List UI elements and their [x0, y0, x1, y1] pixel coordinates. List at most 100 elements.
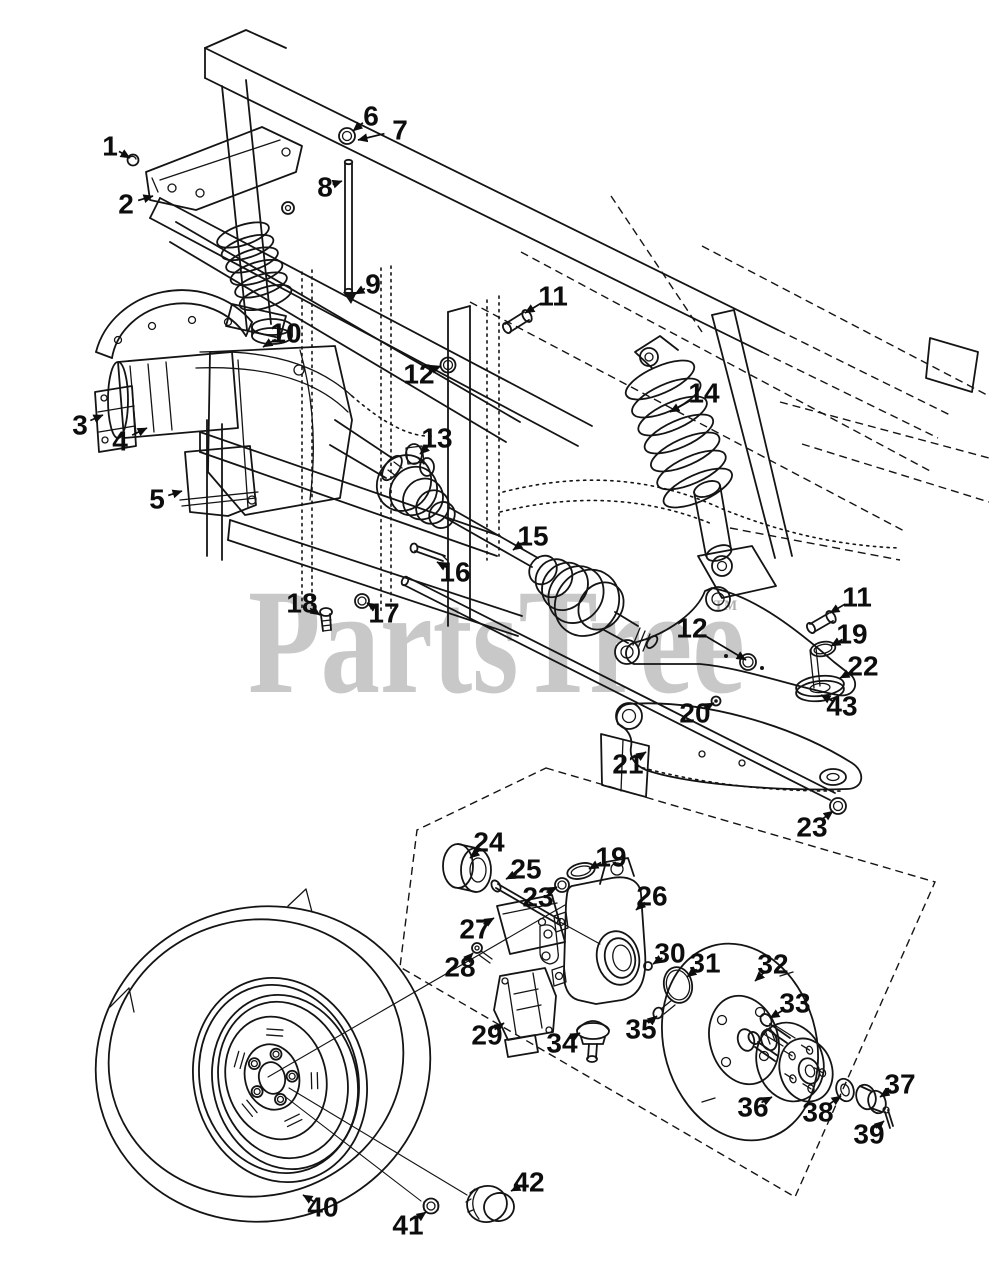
svg-text:40: 40 — [307, 1192, 338, 1223]
svg-text:14: 14 — [688, 378, 720, 409]
svg-text:17: 17 — [368, 598, 399, 629]
svg-text:11: 11 — [538, 281, 568, 312]
callout-42: 42 — [510, 1167, 545, 1198]
callout-24: 24 — [469, 827, 505, 859]
callout-5: 5 — [149, 484, 183, 515]
svg-text:7: 7 — [392, 115, 408, 146]
callout-8: 8 — [317, 172, 343, 203]
svg-text:39: 39 — [853, 1119, 884, 1150]
callout-33: 33 — [769, 988, 811, 1019]
svg-text:29: 29 — [471, 1020, 502, 1051]
callout-36: 36 — [737, 1092, 773, 1123]
callout-1: 1 — [102, 131, 131, 162]
oring-31 — [662, 966, 694, 1004]
callout-29: 29 — [471, 1020, 505, 1051]
callout-43: 43 — [820, 691, 858, 722]
callout-16: 16 — [436, 557, 471, 588]
callout-18: 18 — [286, 588, 321, 619]
shock-absorber — [624, 335, 777, 599]
svg-text:16: 16 — [439, 557, 470, 588]
callout-25: 25 — [505, 854, 542, 885]
gearbox — [94, 289, 403, 517]
svg-text:19: 19 — [595, 842, 626, 873]
diagram-line-art — [94, 29, 989, 1223]
frame — [149, 29, 989, 637]
callout-21: 21 — [612, 749, 647, 780]
svg-text:6: 6 — [363, 101, 379, 132]
callout-26: 26 — [635, 881, 668, 912]
svg-text:42: 42 — [513, 1167, 544, 1198]
svg-text:31: 31 — [689, 948, 720, 979]
rod-8 — [344, 162, 353, 291]
callout-30: 30 — [652, 938, 686, 969]
svg-text:12: 12 — [676, 613, 707, 644]
callout-11: 11 — [829, 582, 872, 614]
callout-40: 40 — [302, 1192, 339, 1223]
svg-text:10: 10 — [270, 318, 301, 349]
construction-lines — [267, 767, 936, 1202]
bolt-12 — [439, 356, 457, 374]
knuckle-26 — [563, 876, 647, 1005]
top-hardware — [338, 127, 357, 304]
svg-text:21: 21 — [612, 749, 643, 780]
pin-9 — [343, 292, 357, 304]
callout-41: 41 — [392, 1210, 427, 1241]
svg-text:20: 20 — [679, 698, 710, 729]
svg-text:38: 38 — [802, 1097, 833, 1128]
svg-text:8: 8 — [317, 172, 333, 203]
mid-hardware — [319, 309, 533, 632]
callout-3: 3 — [72, 410, 104, 441]
nut-1 — [126, 153, 140, 167]
callout-13: 13 — [419, 423, 453, 455]
svg-text:30: 30 — [654, 938, 685, 969]
svg-text:32: 32 — [757, 949, 788, 980]
watermark: PartsTree TM — [248, 559, 745, 725]
svg-text:12: 12 — [403, 359, 434, 390]
callout-23: 23 — [796, 810, 834, 843]
svg-text:41: 41 — [392, 1210, 423, 1241]
callout-37: 37 — [879, 1069, 916, 1100]
callout-11: 11 — [524, 281, 568, 314]
callout-15: 15 — [512, 521, 549, 552]
callout-20: 20 — [679, 698, 715, 729]
svg-text:1: 1 — [102, 131, 118, 162]
svg-text:19: 19 — [836, 619, 867, 650]
wheel-tire — [94, 888, 515, 1223]
callout-12: 12 — [676, 613, 747, 661]
bracket-3 — [94, 385, 137, 453]
svg-text:13: 13 — [421, 423, 452, 454]
svg-text:23: 23 — [522, 882, 553, 913]
callout-31: 31 — [686, 948, 721, 979]
cotter-pin-39 — [884, 1109, 894, 1129]
svg-text:24: 24 — [473, 827, 505, 858]
svg-text:34: 34 — [546, 1028, 578, 1059]
mount-bracket — [126, 126, 303, 211]
snap-ring-30 — [643, 961, 653, 971]
svg-text:5: 5 — [149, 484, 165, 515]
svg-text:37: 37 — [884, 1069, 915, 1100]
watermark-text: PartsTree — [248, 559, 745, 725]
svg-text:11: 11 — [842, 582, 872, 613]
bolt-16 — [414, 545, 446, 562]
oring-19a — [566, 862, 596, 880]
svg-text:9: 9 — [365, 269, 381, 300]
callout-35: 35 — [625, 1014, 658, 1045]
tank-5 — [184, 445, 257, 517]
callout-7: 7 — [357, 115, 408, 146]
nut-23 — [829, 797, 847, 815]
svg-text:28: 28 — [444, 952, 475, 983]
callout-2: 2 — [118, 189, 154, 220]
svg-text:3: 3 — [72, 410, 88, 441]
lug-nut-41 — [422, 1197, 440, 1215]
callout-19: 19 — [830, 619, 868, 650]
callout-34: 34 — [546, 1028, 581, 1059]
callout-23: 23 — [522, 882, 558, 913]
callout-32: 32 — [754, 949, 789, 982]
bolt-12b — [739, 653, 757, 671]
callout-12: 12 — [403, 359, 442, 390]
callout-19: 19 — [588, 842, 627, 873]
callout-9: 9 — [354, 269, 381, 300]
front-left-spring — [216, 201, 295, 339]
nut-23b — [554, 877, 570, 893]
